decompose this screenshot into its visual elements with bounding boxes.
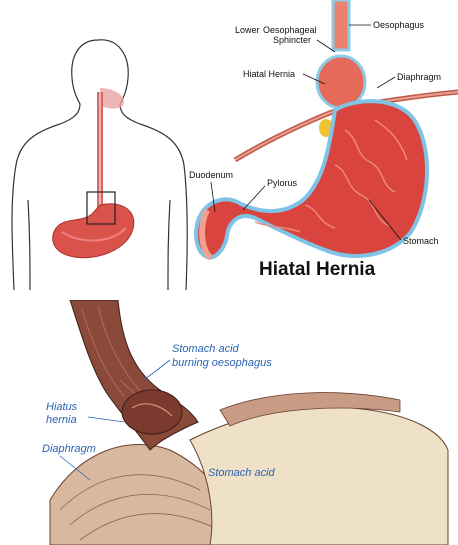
body-illustration (0, 0, 190, 295)
label-stomach-acid: Stomach acid (208, 467, 276, 479)
hernia-detail-drawing: Stomach acid burning oesophagus Hiatus h… (40, 300, 450, 545)
diagram-title: Hiatal Hernia (259, 259, 376, 280)
label-sphincter: Sphincter (273, 35, 311, 45)
throat-shape (100, 88, 124, 109)
label-duodenum: Duodenum (189, 170, 233, 180)
stomach-diagram: Lower Oesophageal Sphincter Oesophagus H… (185, 0, 458, 295)
label-pylorus: Pylorus (267, 178, 298, 188)
label-oesophagus: Oesophagus (373, 20, 425, 30)
detail-hernia (122, 390, 182, 434)
label-acid-line2: burning oesophagus (172, 357, 272, 369)
label-stomach: Stomach (403, 236, 439, 246)
leader-hiatus-hernia (88, 417, 124, 422)
stomach-diagram-panel: Lower Oesophageal Sphincter Oesophagus H… (185, 0, 458, 295)
label-hernia: hernia (46, 414, 77, 426)
label-hiatus: Hiatus (46, 401, 78, 413)
leader-diaphragm (377, 77, 395, 88)
leader-pylorus (243, 186, 265, 210)
hernia-detail-panel: Stomach acid burning oesophagus Hiatus h… (40, 300, 450, 545)
label-acid-line1: Stomach acid (172, 343, 240, 355)
detail-diaphragm-muscle (50, 444, 220, 545)
label-diaphragm: Diaphragm (397, 72, 441, 82)
label-diaphragm-detail: Diaphragm (42, 443, 96, 455)
label-lower: Lower (235, 25, 260, 35)
leader-acid (144, 360, 170, 380)
label-hiatal-hernia: Hiatal Hernia (243, 69, 295, 79)
label-oesophageal: Oesophageal (263, 25, 317, 35)
oesophagus (333, 0, 349, 50)
body-illustration-panel (0, 0, 190, 295)
